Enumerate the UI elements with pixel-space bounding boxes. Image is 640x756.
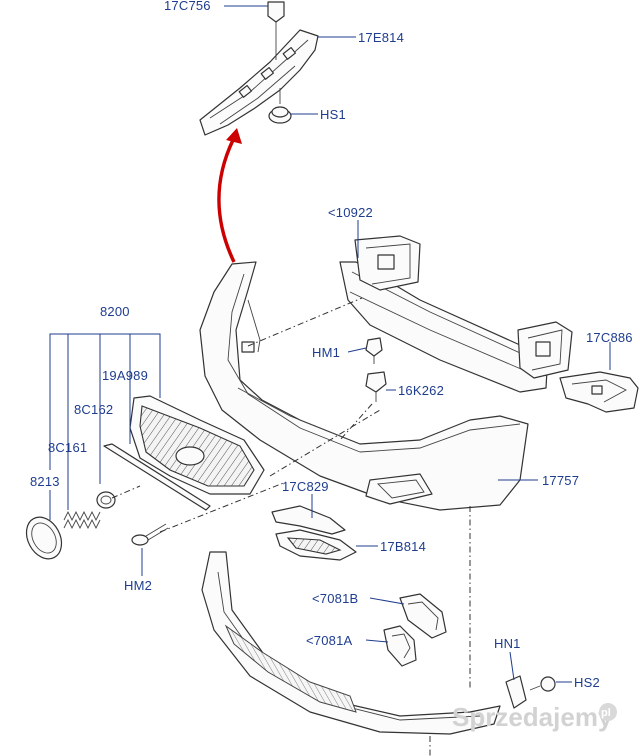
label-17757: 17757 [542, 473, 579, 488]
clip-8c162 [96, 491, 116, 509]
screw-hm2 [131, 523, 169, 546]
moulding-19a989 [103, 443, 211, 511]
label-hs2: HS2 [574, 675, 600, 690]
label-17e814: 17E814 [358, 30, 404, 45]
label-8200: 8200 [100, 304, 130, 319]
watermark-badge [599, 703, 617, 721]
label-19a989: 19A989 [102, 368, 148, 383]
leader-lines [49, 5, 611, 683]
label-10922: <10922 [328, 205, 373, 220]
label-hm1: HM1 [312, 345, 340, 360]
assembly-arrow [217, 128, 242, 263]
clip-hm1 [365, 337, 383, 364]
label-hm2: HM2 [124, 578, 152, 593]
label-7081a: <7081A [306, 633, 353, 648]
label-17b814: 17B814 [380, 539, 426, 554]
watermark: Sprzedajemy pl [452, 702, 617, 732]
emblem-8213 [25, 516, 63, 560]
watermark-suffix: pl [601, 707, 611, 719]
label-hs1: HS1 [320, 107, 346, 122]
bezel-17c829 [271, 505, 346, 535]
bolt-hs1 [268, 88, 292, 124]
bracket-17e814 [199, 29, 319, 136]
label-17c886: 17C886 [586, 330, 633, 345]
label-8c161: 8C161 [48, 440, 87, 455]
label-8c162: 8C162 [74, 402, 113, 417]
label-8213: 8213 [30, 474, 60, 489]
clip-16k262 [365, 371, 387, 402]
grille-8200 [129, 395, 265, 495]
label-17c756: 17C756 [164, 0, 211, 13]
clip-17c756 [267, 1, 285, 60]
bracket-hn1 [505, 675, 527, 709]
bumper-cover-17757 [199, 261, 529, 511]
cap-7081b [399, 593, 447, 639]
label-hn1: HN1 [494, 636, 521, 651]
lower-spoiler [201, 551, 501, 735]
bracket-17c886 [559, 371, 639, 413]
part-labels: 17C756 17E814 HS1 <10922 17C886 8200 19A… [30, 0, 633, 690]
bolt-hs2 [529, 676, 556, 692]
label-16k262: 16K262 [398, 383, 444, 398]
reinforcement-beam-10922 [339, 235, 573, 393]
alignment-lines [111, 297, 471, 756]
spring-8c161 [63, 510, 101, 530]
bezel-17b814 [275, 529, 357, 561]
label-7081b: <7081B [312, 591, 358, 606]
watermark-text: Sprzedajemy [452, 702, 613, 732]
label-17c829: 17C829 [282, 479, 329, 494]
cap-7081a [383, 625, 417, 667]
